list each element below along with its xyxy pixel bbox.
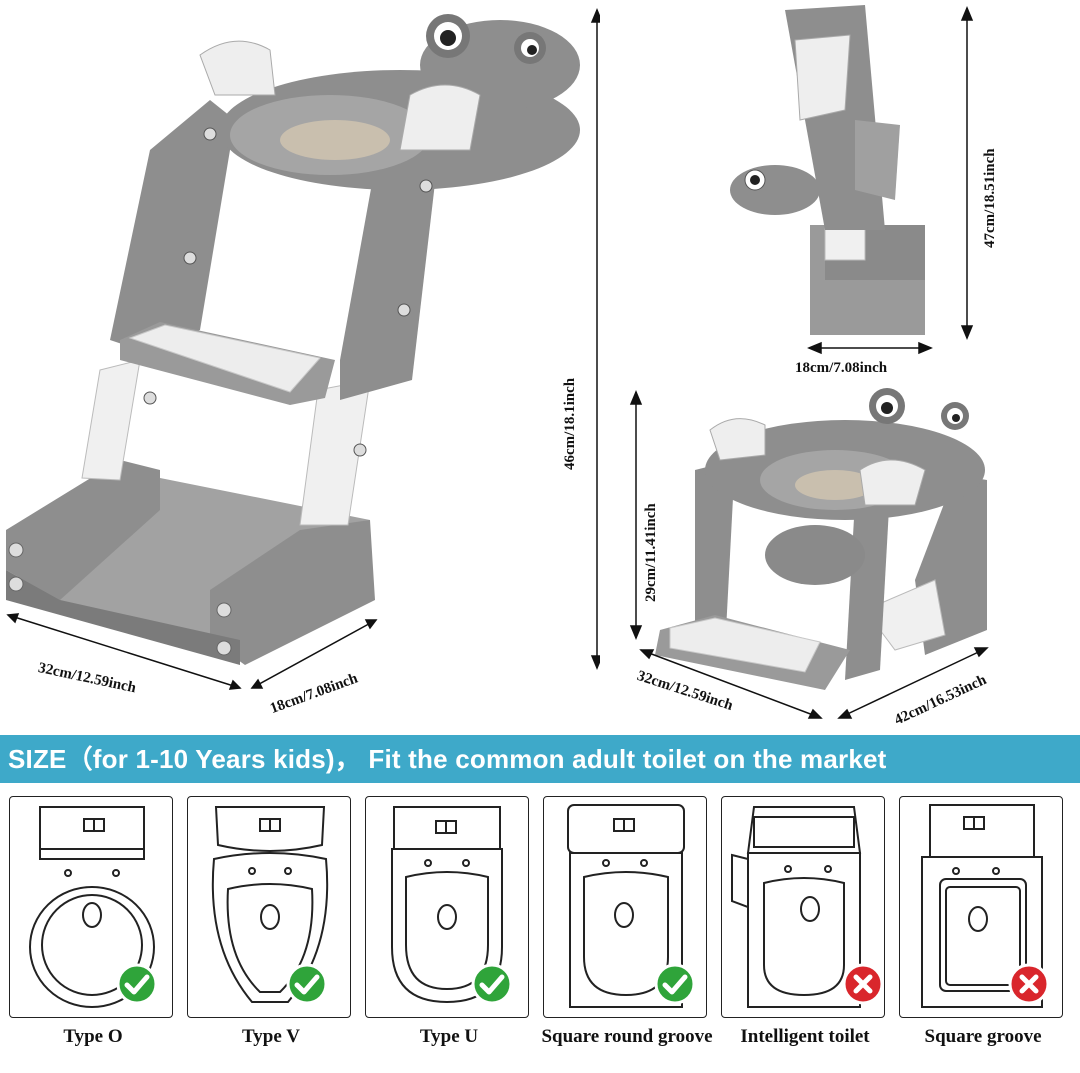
main-product-illustration — [6, 8, 600, 690]
step-pad — [128, 324, 321, 393]
toilet-label-type-u: Type U — [419, 1026, 479, 1047]
check-icon — [116, 963, 158, 1005]
folded-height-label: 47cm/18.51inch — [982, 148, 998, 248]
toilet-intelligent-icon — [731, 806, 862, 1008]
check-icon — [654, 963, 696, 1005]
toilet-square-groove-icon — [921, 804, 1043, 1008]
base-left-block — [6, 460, 160, 600]
seat-hole — [280, 120, 390, 160]
compact-height-label: 29cm/11.41inch — [643, 503, 659, 602]
base-front — [6, 570, 240, 665]
right-handle — [399, 84, 481, 151]
toilet-label-square-groove: Square groove — [924, 1026, 1042, 1047]
toilet-label-square-round-groove: Square round groove — [541, 1026, 713, 1047]
size-banner: SIZE（for 1-10 Years kids)， Fit the commo… — [0, 735, 1080, 783]
cross-icon — [1008, 963, 1050, 1005]
left-lower-leg — [81, 359, 141, 481]
folded-depth-label: 18cm/7.08inch — [795, 360, 888, 376]
toilet-type-o-icon — [29, 806, 155, 1008]
toilet-type-v-icon — [211, 806, 329, 1003]
left-handle — [199, 40, 276, 96]
folded-view-illustration — [730, 5, 974, 355]
right-rail — [340, 120, 440, 400]
toilet-label-type-o: Type O — [63, 1026, 123, 1047]
left-rail — [110, 100, 235, 350]
toilet-label-intelligent-toilet: Intelligent toilet — [740, 1026, 870, 1047]
toilet-label-type-v: Type V — [242, 1026, 300, 1047]
compact-view-illustration — [629, 388, 989, 719]
check-icon — [286, 963, 328, 1005]
main-height-label: 46cm/18.1inch — [562, 377, 578, 470]
check-icon — [471, 963, 513, 1005]
base-right-block — [210, 520, 375, 665]
toilet-card-type-o — [9, 796, 173, 1018]
size-banner-text: SIZE（for 1-10 Years kids)， Fit the commo… — [8, 744, 887, 774]
cross-icon — [842, 963, 884, 1005]
